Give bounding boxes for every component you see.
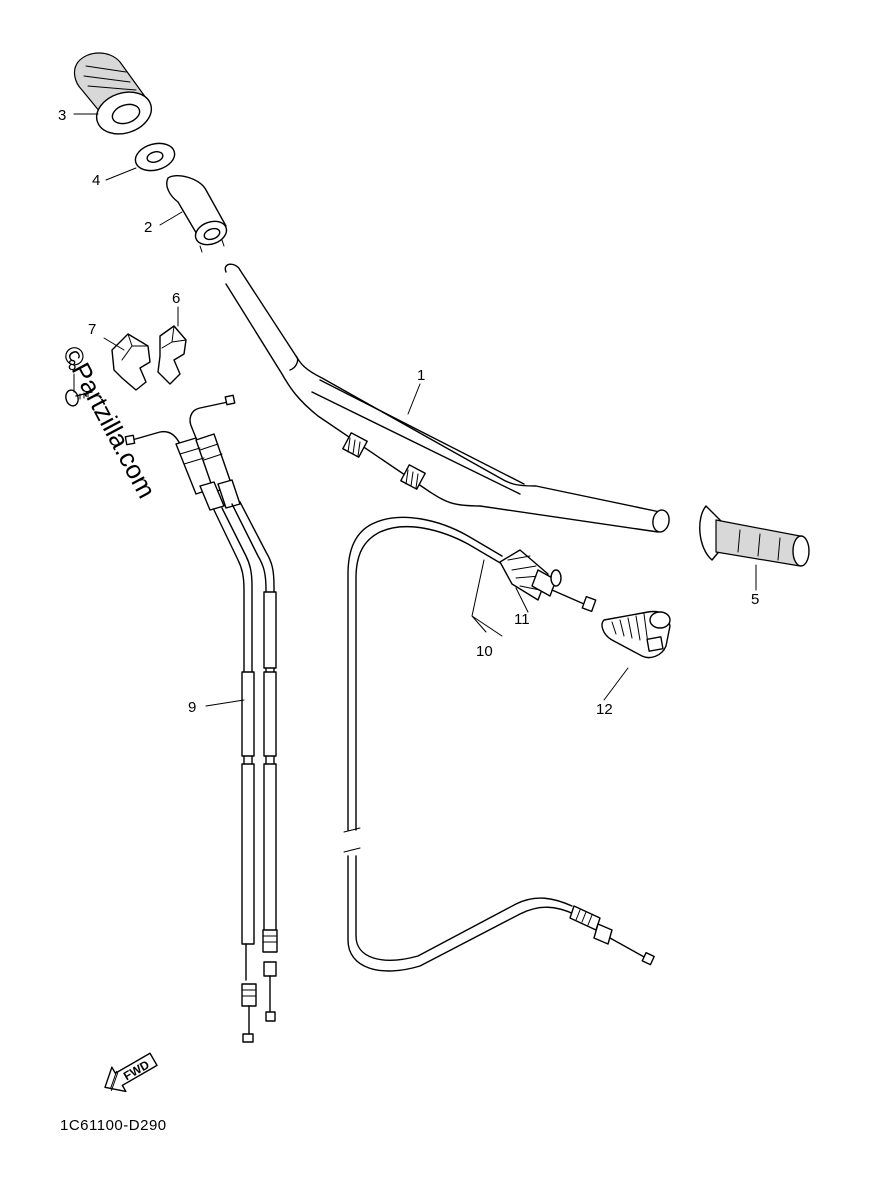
watermark: ©Partzilla.com [57,341,162,503]
callout-5: 5 [751,591,759,608]
part-12-boot[interactable] [601,610,671,659]
part-7-housing[interactable] [111,333,151,391]
callout-6: 6 [172,290,180,307]
leader-lines [73,113,757,707]
callout-7: 7 [88,321,96,338]
fwd-arrow-icon: FWD [104,1052,158,1093]
callout-9: 9 [188,699,196,716]
part-4-washer[interactable] [132,139,177,174]
callout-labels: 3 4 2 7 6 8 1 5 9 11 10 12 [58,107,759,718]
part-6-housing[interactable] [157,325,187,385]
part-5-grip[interactable] [699,505,810,567]
callout-1: 1 [417,367,425,384]
part-3-grip[interactable] [73,52,157,141]
part-8-screw[interactable] [64,389,93,408]
handlebar-knurl-marks [342,432,426,490]
part-2-throttle-tube[interactable] [166,174,230,253]
callout-12: 12 [596,701,613,718]
part-9-throttle-cables[interactable] [124,394,278,1043]
diagram-code: 1C61100-D290 [60,1117,167,1134]
callout-10: 10 [476,643,493,660]
callout-3: 3 [58,107,66,124]
callout-4: 4 [92,172,100,189]
callout-2: 2 [144,219,152,236]
callout-11: 11 [514,611,530,628]
part-1-handlebar[interactable] [224,263,670,533]
callout-8: 8 [68,357,76,374]
part-10-clutch-cable[interactable] [343,516,655,972]
